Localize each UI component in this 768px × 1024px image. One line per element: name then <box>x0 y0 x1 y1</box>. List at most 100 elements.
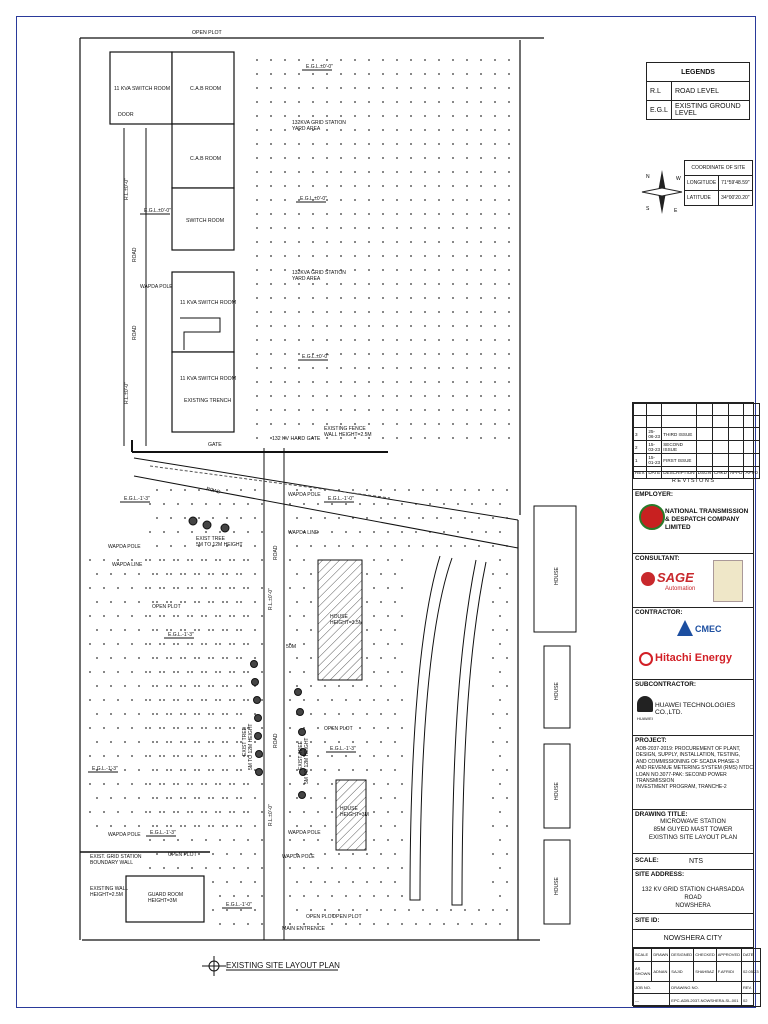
open-plot-label: OPEN PLOT <box>324 726 353 732</box>
employer-section: EMPLOYER: NATIONAL TRANSMISSION & DESPAT… <box>633 489 753 553</box>
kva-switch-mid-label: 11 KVA SWITCH ROOM <box>180 300 236 306</box>
sign-header-cell: DRAWN <box>651 948 671 962</box>
road-label: ROAD <box>132 325 138 340</box>
rev-no-final: 02 <box>741 993 761 1007</box>
legend-table: LEGENDS R.L ROAD LEVEL E.G.L EXISTING GR… <box>646 62 750 120</box>
gate-label: GATE <box>208 442 222 448</box>
sign-value-cell: 02.05.23 <box>741 960 761 982</box>
egl-label: E.G.L.±0'-0" <box>144 208 171 214</box>
consultant-name: SAGE <box>657 570 694 585</box>
existing-trench-label: EXISTING TRENCH <box>184 398 231 404</box>
wapda-line-label: WAPDA LINE <box>112 562 143 568</box>
house-side-1 <box>533 505 577 633</box>
plan-title-marker <box>202 956 338 976</box>
drawing-title: MICROWAVE STATION 85M GUYED MAST TOWER E… <box>648 818 738 841</box>
consultant-sub: Automation <box>665 586 696 592</box>
latitude-label: LATITUDE <box>683 190 720 206</box>
egl-label: E.G.L.-1'-3" <box>124 496 150 502</box>
egl-label: E.G.L.±0'-0" <box>306 64 333 70</box>
legend-meaning: ROAD LEVEL <box>671 81 750 101</box>
egl-label: E.G.L.-1'-0" <box>328 496 354 502</box>
rev-date: 15-03-23 <box>646 440 663 454</box>
drawing-frame <box>16 16 756 1008</box>
revisions-title: R E V I S I O N S <box>633 471 753 489</box>
rev-desc: SECOND ISSUE <box>661 440 697 454</box>
project-section: PROJECT: ADB-2037-2019: PROCUREMENT OF P… <box>633 735 753 809</box>
sign-value-cell: F.AFRIDI <box>715 960 743 982</box>
hitachi-logo-icon <box>639 652 653 666</box>
employer-label: EMPLOYER: <box>635 491 673 498</box>
egl-label: E.G.L.±0'-0" <box>300 196 327 202</box>
sign-header-cell: DATE <box>741 948 761 962</box>
switch-room-label: SWITCH ROOM <box>186 218 224 224</box>
open-plot-label: OPEN PLOT <box>168 852 197 858</box>
side-house-label: HOUSE <box>554 877 560 895</box>
sign-value-cell: ADNAN <box>651 960 671 982</box>
rl-label: R.L.±0'-0" <box>268 804 274 826</box>
kva-switch-room-low <box>171 351 235 433</box>
cab-room-2 <box>171 123 235 189</box>
side-house-label: HOUSE <box>554 567 560 585</box>
sign-value-cell: SAJID <box>669 960 695 982</box>
kv-hard-gate-label: 132 KV HARD GATE <box>272 436 321 442</box>
rev-header-cell: APPD <box>727 466 745 479</box>
rev-desc: THIRD ISSUE <box>661 427 697 441</box>
exist-tree-label-3: EXIST TREE <box>298 740 304 770</box>
drawing-title-section: DRAWING TITLE: MICROWAVE STATION 85M GUY… <box>633 809 753 853</box>
project-label: PROJECT: <box>635 737 667 744</box>
drawing-no: EPC-ADB-2037-NOWSHERA-SL-001 <box>669 993 742 1007</box>
exist-tree-label-2-sub: 5M TO 12M HEIGHT <box>248 724 254 771</box>
rev-desc: FIRST ISSUE <box>661 453 697 467</box>
door-label: DOOR <box>118 112 134 118</box>
job-no: — <box>632 993 671 1007</box>
wapda-pole-label: WAPDA POLE <box>108 832 141 838</box>
north-arrow-icon: N E S W <box>641 170 683 214</box>
exist-tree-label-3-sub: 5M TO 12M HEIGHT <box>304 738 310 785</box>
switch-room <box>171 187 235 251</box>
rev-date: 15-01-23 <box>646 453 663 467</box>
cab-room-1-label: C.A.B ROOM <box>190 86 221 92</box>
site-id-label: SITE ID: <box>635 917 660 924</box>
job-no-label: JOB NO. <box>632 980 671 995</box>
main-entrance-label: MAIN ENTRENCE <box>282 926 325 932</box>
wapda-pole-label: WAPDA POLE <box>108 544 141 550</box>
rl-label: R.L.±0'-0" <box>124 382 130 404</box>
wapda-pole-label: WAPDA POLE <box>282 854 315 860</box>
house-side-3 <box>543 743 571 829</box>
site-address-label: SITE ADDRESS: <box>635 871 685 878</box>
employer-name: NATIONAL TRANSMISSION & DESPATCH COMPANY… <box>665 508 749 531</box>
sign-value-cell: AS SHOWN <box>632 960 653 982</box>
drawing-no-label: DRAWING NO. <box>669 980 742 995</box>
ground-dot-pattern <box>89 59 510 925</box>
road-label: ROAD <box>273 545 279 560</box>
subcontractor-section: SUBCONTRACTOR: HUAWEI TECHNOLOGIES CO.,L… <box>633 679 753 735</box>
huawei-logo-icon <box>637 696 653 712</box>
sign-header-cell: SCALE <box>632 948 653 962</box>
site-name: NOWSHERA CITY <box>633 929 753 947</box>
rev-header-cell: REV. <box>632 466 648 479</box>
rl-label: R.L.±0'-0" <box>268 588 274 610</box>
cab-room-2-label: C.A.B ROOM <box>190 156 221 162</box>
contractor-1: CMEC <box>695 624 722 634</box>
open-plot-label: OPEN PLOT <box>152 604 181 610</box>
rev-date: 25-06-23 <box>646 427 663 441</box>
rev-no: 2 <box>632 440 648 454</box>
legend-meaning: EXISTING GROUND LEVEL <box>671 100 750 120</box>
site-address: 132 KV GRID STATION CHARSADDA ROAD NOWSH… <box>641 887 745 909</box>
contractor-label: CONTRACTOR: <box>635 609 683 616</box>
contractor-section: CONTRACTOR: CMEC Hitachi Energy <box>633 607 753 679</box>
open-plot-label: OPEN PLOT <box>306 914 335 920</box>
road-label: ROAD <box>205 486 221 496</box>
road-label: ROAD <box>273 733 279 748</box>
coordinate-title: COORDINATE OF SITE <box>684 160 753 176</box>
legend-abbr: R.L <box>646 81 672 101</box>
wapda-pole-label: WAPDA POLE <box>288 492 321 498</box>
side-house-label: HOUSE <box>554 782 560 800</box>
